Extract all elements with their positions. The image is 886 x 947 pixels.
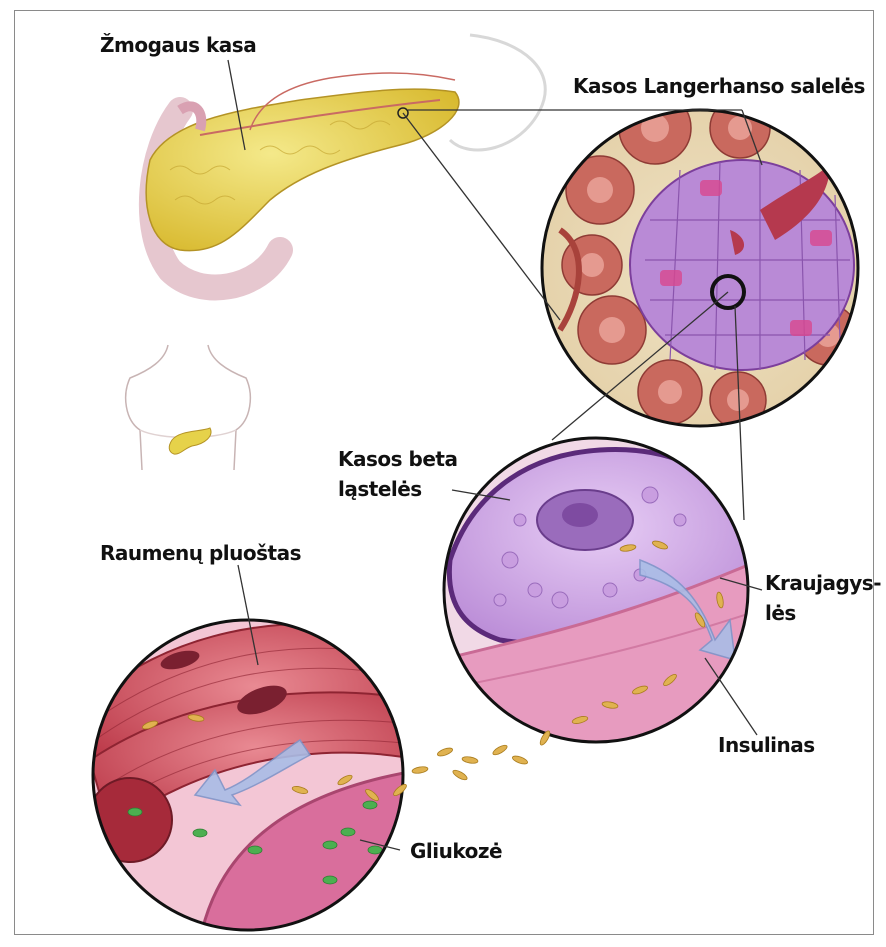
beta-cell-illustration xyxy=(440,438,760,760)
torso-pancreas-icon xyxy=(169,428,211,454)
label-human-pancreas: Žmogaus kasa xyxy=(100,33,256,57)
pancreas-illustration xyxy=(146,35,545,287)
label-blood-vessels-line2: lės xyxy=(765,601,796,625)
label-islets-of-langerhans: Kasos Langerhanso salelės xyxy=(573,74,865,98)
label-muscle-fiber: Raumenų pluoštas xyxy=(100,541,301,565)
torso-illustration xyxy=(126,345,251,470)
label-insulin: Insulinas xyxy=(718,733,815,757)
label-beta-cells-line2: ląstelės xyxy=(338,477,422,501)
label-glucose: Gliukozė xyxy=(410,839,502,863)
label-blood-vessels-line1: Kraujagys- xyxy=(765,571,881,595)
insulin-granules-path xyxy=(392,730,552,798)
islet-of-langerhans-illustration xyxy=(542,92,858,428)
muscle-fiber-illustration xyxy=(88,620,420,940)
label-beta-cells-line1: Kasos beta xyxy=(338,447,457,471)
